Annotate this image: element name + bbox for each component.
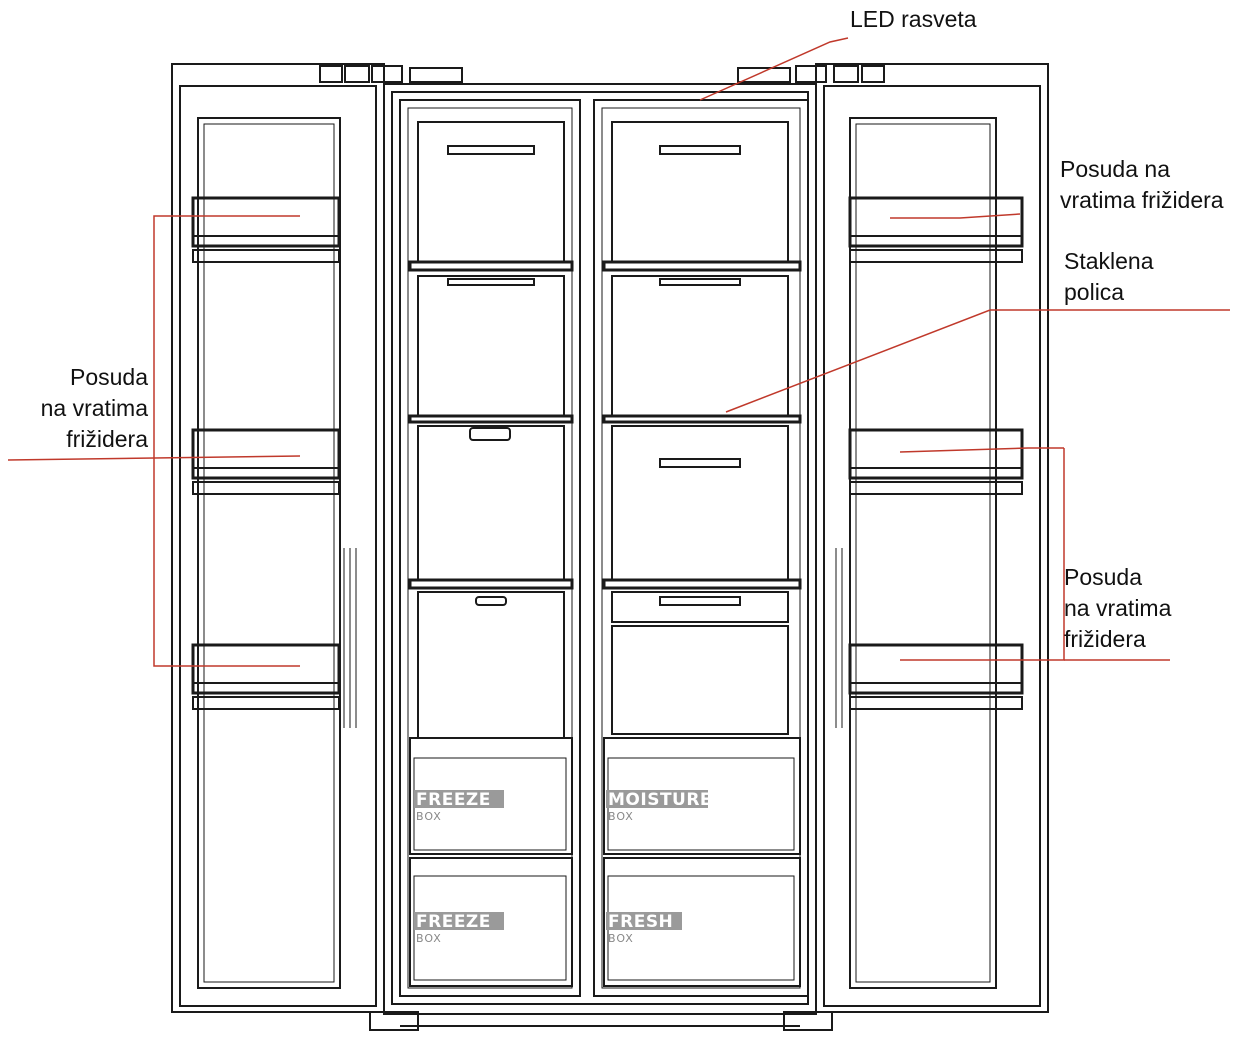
label-door-bin-top-right: Posuda na vratima frižidera (1060, 156, 1224, 213)
label-glass-shelf: Staklena polica (1064, 248, 1154, 305)
label-led-lighting: LED rasveta (850, 6, 977, 32)
fresh-box-title: FRESH (608, 912, 673, 932)
right-door (737, 63, 1049, 1031)
cabinet (383, 83, 817, 1027)
freezer-box-bottom-title: FREEZE (416, 912, 491, 932)
freezer-box-bottom-sub: BOX (416, 932, 442, 945)
freezer-box-top-title: FREEZE (416, 790, 491, 810)
label-door-bin-bottom-right: Posuda na vratima frižidera (1064, 564, 1172, 652)
left-door (171, 63, 463, 1031)
drawer-labels: FREEZE BOX FREEZE BOX MOISTURE BOX FRESH… (414, 790, 712, 945)
callout-lines (7, 37, 1230, 667)
fresh-box-sub: BOX (608, 932, 634, 945)
moisture-box-sub: BOX (608, 810, 634, 823)
freezer-box-top-sub: BOX (416, 810, 442, 823)
label-door-bin-left: Posuda na vratima frižidera (40, 364, 148, 452)
moisture-box-title: MOISTURE (608, 790, 712, 810)
